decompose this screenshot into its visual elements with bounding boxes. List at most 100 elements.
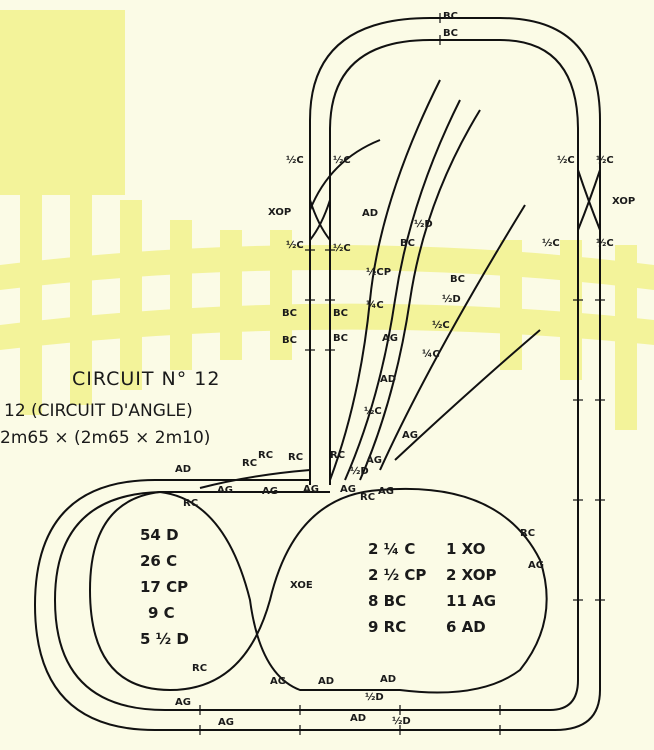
siding-track — [394, 329, 541, 461]
track-label: RC — [330, 450, 346, 461]
track-label: AG — [262, 486, 278, 497]
track-label: AG — [175, 697, 191, 708]
track-label: RC — [183, 498, 199, 509]
circuit-title: CIRCUIT N° 12 — [72, 368, 221, 390]
track-label: AG — [340, 484, 356, 495]
crossover-left — [309, 199, 331, 241]
track-label: AD — [350, 713, 367, 724]
inventory-right-item: 11 AG — [446, 592, 497, 610]
track-label: ½C — [286, 155, 304, 166]
siding-track — [379, 204, 526, 471]
track-label: ½D — [442, 294, 461, 305]
circuit-dimensions: 2m65 × (2m65 × 2m10) — [0, 428, 211, 448]
background-post — [615, 245, 637, 430]
track-label: AD — [175, 464, 192, 475]
track-label: RC — [258, 450, 274, 461]
track-label: ½C — [364, 406, 382, 417]
track-ties — [199, 13, 605, 735]
siding-track — [344, 99, 461, 481]
crossover-right — [577, 169, 601, 231]
track-label: AD — [318, 676, 335, 687]
track-label: BC — [333, 308, 348, 319]
inventory-left-item: 17 CP — [140, 578, 189, 596]
background-post — [220, 230, 242, 360]
outer-loop-track — [33, 17, 601, 731]
track-label: AG — [303, 484, 319, 495]
track-label: BC — [282, 308, 297, 319]
track-label: ½C — [542, 238, 560, 249]
track-label: ½D — [392, 716, 411, 727]
track-label: ¼C — [422, 349, 440, 360]
track-label: ½C — [557, 155, 575, 166]
track-label: ½D — [350, 466, 369, 477]
background-rail-top — [0, 245, 654, 290]
siding-track — [359, 109, 481, 481]
background-post — [170, 220, 192, 370]
junction-track — [199, 469, 311, 489]
inner-loop-track — [53, 39, 579, 711]
track-label: XOP — [268, 207, 292, 218]
track-label: AG — [270, 676, 286, 687]
background-post — [560, 240, 582, 380]
background-post — [270, 230, 292, 360]
track-label: BC — [282, 335, 297, 346]
track-label: AG — [218, 717, 234, 728]
track-label: ½C — [596, 238, 614, 249]
inventory-right-item: 2 ½ CP — [368, 566, 427, 584]
inventory-right-item: 2 ¼ C — [368, 540, 416, 558]
background-post — [500, 240, 522, 370]
track-label: AD — [380, 674, 397, 685]
background-post — [20, 195, 42, 415]
background-post — [70, 195, 92, 405]
track-label: RC — [192, 663, 208, 674]
track-label: ½C — [333, 243, 351, 254]
inventory-right-item: 2 XOP — [446, 566, 497, 584]
siding-track — [309, 139, 381, 211]
track-label: ½CP — [366, 267, 392, 278]
track-label: BC — [450, 274, 465, 285]
track-label: ½C — [333, 155, 351, 166]
inventory-right-item: 9 RC — [368, 618, 407, 636]
inventory-left-item: 54 D — [140, 526, 179, 544]
track-label: RC — [520, 528, 536, 539]
inventory-left-item: 26 C — [140, 552, 178, 570]
inventory-left-item: 5 ½ D — [140, 630, 189, 648]
inventory-left-item: 9 C — [148, 604, 175, 622]
track-label: AD — [380, 374, 397, 385]
track-label: RC — [360, 492, 376, 503]
track-label: AG — [378, 486, 394, 497]
track-label: RC — [242, 458, 258, 469]
track-label: AD — [362, 208, 379, 219]
track-label: AG — [402, 430, 418, 441]
track-label: ¼C — [366, 300, 384, 311]
track-label: ½C — [432, 320, 450, 331]
track-label: BC — [443, 28, 458, 39]
track-label: AG — [366, 455, 382, 466]
track-label: AG — [382, 333, 398, 344]
crossover-left — [309, 199, 331, 241]
track-label: ½D — [365, 692, 384, 703]
track-label: BC — [400, 238, 415, 249]
circuit-subtitle: 12 (CIRCUIT D'ANGLE) — [4, 401, 193, 421]
track-label: XOP — [612, 196, 636, 207]
track-label: BC — [333, 333, 348, 344]
figure-eight-track — [88, 487, 548, 694]
background-rail-bottom — [0, 303, 654, 350]
track-label: AG — [217, 485, 233, 496]
inventory-right-item: 6 AD — [446, 618, 486, 636]
track-label: RC — [288, 452, 304, 463]
track-label: XOE — [290, 580, 313, 591]
inventory-right-item: 8 BC — [368, 592, 407, 610]
siding-track — [329, 79, 441, 481]
track-label: ½D — [414, 219, 433, 230]
inventory-right-item: 1 XO — [446, 540, 486, 558]
track-label: ½C — [286, 240, 304, 251]
background-building — [0, 10, 125, 195]
track-label: BC — [443, 11, 458, 22]
track-label: ½C — [596, 155, 614, 166]
background-post — [120, 200, 142, 390]
track-label: AG — [528, 560, 544, 571]
